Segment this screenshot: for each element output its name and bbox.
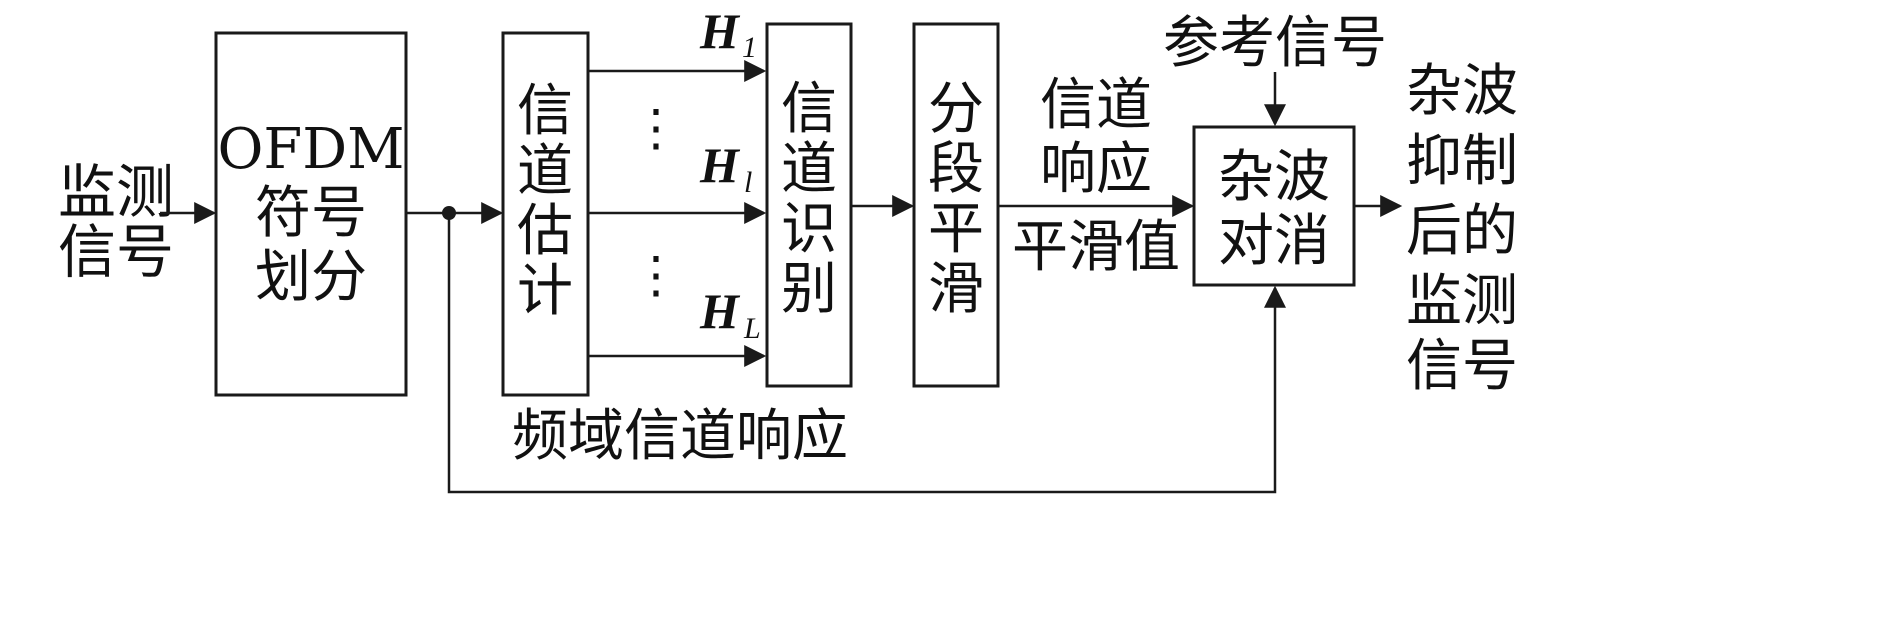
segmented-smoothing-box: 分 段 平 滑 <box>912 22 1000 388</box>
output-label-line-5: 信号 <box>1406 334 1518 399</box>
estimate-box-char-1: 信 <box>517 79 573 144</box>
ofdm-box-line-2: 符号 <box>255 181 367 246</box>
estimate-box-char-4: 计 <box>517 259 573 324</box>
output-label-line-4: 监测 <box>1406 269 1518 334</box>
clutter-cancellation-box: 杂波 对消 <box>1192 125 1356 287</box>
channel-label-hl: H l <box>699 137 752 199</box>
smoothed-label-line-1: 信道 <box>1040 73 1152 138</box>
identify-box-frame <box>765 22 853 388</box>
output-label-line-2: 抑制 <box>1406 129 1518 194</box>
reference-signal-label: 参考信号 <box>1163 11 1387 76</box>
output-label: 杂波 抑制 后的 监测 信号 <box>1406 59 1518 399</box>
smooth-box-char-3: 平 <box>928 197 984 262</box>
h1-subscript: 1 <box>742 31 757 64</box>
estimate-box-frame <box>501 31 590 397</box>
estimate-box-char-2: 道 <box>517 139 573 204</box>
ofdm-box-line-3: 划分 <box>255 245 367 310</box>
input-label-line-1: 监测 <box>58 158 174 226</box>
identify-box-char-1: 信 <box>781 77 837 142</box>
frequency-response-label: 频域信道响应 <box>512 404 848 469</box>
identify-box-char-2: 道 <box>781 137 837 202</box>
smoothed-response-label: 信道 响应 平滑值 <box>1012 73 1180 280</box>
hl-subscript: l <box>744 166 752 199</box>
ellipsis-upper: ⋮ <box>631 99 681 157</box>
smooth-box-char-2: 段 <box>928 137 984 202</box>
smoothed-label-line-2: 响应 <box>1040 137 1152 202</box>
channel-label-h1: H 1 <box>699 3 757 64</box>
cancel-box-line-1: 杂波 <box>1218 145 1330 210</box>
input-label-line-2: 信号 <box>58 218 174 286</box>
estimate-box-char-3: 估 <box>517 199 573 264</box>
smoothed-label-line-3: 平滑值 <box>1012 215 1180 280</box>
smooth-box-char-4: 滑 <box>928 257 984 322</box>
smooth-box-frame <box>912 22 1000 388</box>
channel-identification-box: 信 道 识 别 <box>765 22 853 388</box>
h1-main: H <box>699 3 741 59</box>
ofdm-symbol-division-box: OFDM 符号 划分 <box>214 31 408 397</box>
smooth-box-char-1: 分 <box>928 77 984 142</box>
cancel-box-line-2: 对消 <box>1218 209 1330 274</box>
ellipsis-lower: ⋮ <box>631 246 681 304</box>
hl-main: H <box>699 137 741 193</box>
output-label-line-1: 杂波 <box>1406 59 1518 124</box>
identify-box-char-4: 别 <box>781 257 837 322</box>
channel-estimation-box: 信 道 估 计 <box>501 31 590 397</box>
hL-subscript: L <box>743 312 761 345</box>
feedback-path <box>447 213 1286 494</box>
ofdm-box-frame <box>214 31 408 397</box>
input-label: 监测 信号 <box>58 158 174 286</box>
ofdm-box-line-1: OFDM <box>217 117 404 182</box>
output-label-line-3: 后的 <box>1406 199 1518 264</box>
channel-label-hL: H L <box>699 283 761 345</box>
identify-box-char-3: 识 <box>781 197 837 262</box>
hL-main: H <box>699 283 741 339</box>
